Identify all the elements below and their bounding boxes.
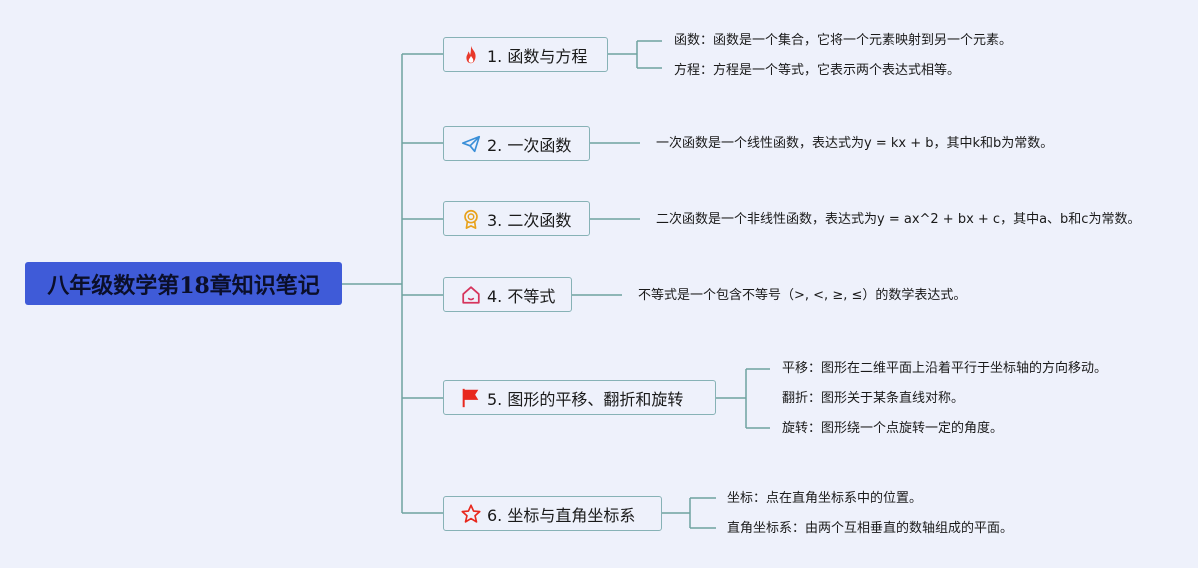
fire-icon (466, 45, 476, 63)
topic-label: 2. 一次函数 (487, 135, 572, 155)
paper-plane-icon (461, 135, 481, 152)
topic-label: 6. 坐标与直角坐标系 (487, 505, 636, 525)
root-title: 八年级数学第18章知识笔记 (47, 272, 320, 299)
topic-coordinate-system[interactable]: 6. 坐标与直角坐标系 (443, 496, 662, 531)
topic-label: 4. 不等式 (487, 286, 556, 306)
note-inequality: 不等式是一个包含不等号（>, <, ≥, ≤）的数学表达式。 (638, 288, 967, 303)
root-topic[interactable]: 八年级数学第18章知识笔记 (25, 262, 342, 305)
house-icon (462, 285, 480, 304)
topic-quadratic-function[interactable]: 3. 二次函数 (443, 201, 590, 236)
note-rotation: 旋转：图形绕一个点旋转一定的角度。 (782, 421, 1004, 436)
topic-transformations[interactable]: 5. 图形的平移、翻折和旋转 (443, 380, 716, 415)
flag-icon (462, 388, 479, 407)
topic-linear-function[interactable]: 2. 一次函数 (443, 126, 590, 161)
note-coordinate: 坐标：点在直角坐标系中的位置。 (727, 491, 923, 506)
note-equation-definition: 方程：方程是一个等式，它表示两个表达式相等。 (674, 63, 961, 78)
award-medal-icon (464, 209, 478, 229)
note-cartesian-system: 直角坐标系：由两个互相垂直的数轴组成的平面。 (727, 521, 1014, 536)
topic-label: 1. 函数与方程 (487, 46, 588, 66)
topic-functions-and-equations[interactable]: 1. 函数与方程 (443, 37, 608, 72)
star-icon (461, 503, 481, 523)
note-reflection: 翻折：图形关于某条直线对称。 (782, 391, 965, 406)
topic-inequality[interactable]: 4. 不等式 (443, 277, 572, 312)
topic-label: 3. 二次函数 (487, 210, 572, 230)
note-linear-function: 一次函数是一个线性函数，表达式为y = kx + b，其中k和b为常数。 (656, 136, 1054, 151)
note-translation: 平移：图形在二维平面上沿着平行于坐标轴的方向移动。 (782, 361, 1108, 376)
topic-label: 5. 图形的平移、翻折和旋转 (487, 389, 684, 409)
note-quadratic-function: 二次函数是一个非线性函数，表达式为y = ax^2 + bx + c，其中a、b… (656, 212, 1141, 227)
note-function-definition: 函数：函数是一个集合，它将一个元素映射到另一个元素。 (674, 33, 1013, 48)
